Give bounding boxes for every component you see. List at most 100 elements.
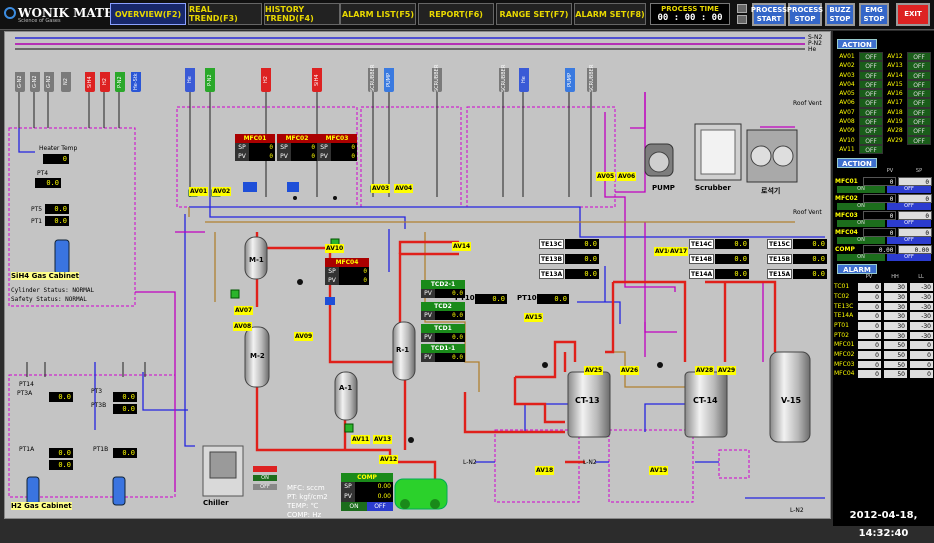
process-time-display: PROCESS TIME 00 : 00 : 00	[650, 3, 730, 25]
valve-tag-av10[interactable]: AV10	[325, 244, 345, 253]
line-label-ln2-b: L-N2	[583, 459, 597, 466]
comp-on-button[interactable]: ON	[341, 502, 367, 511]
line-source-tag-3: SiH4	[312, 68, 322, 92]
process-start-button[interactable]: PROCESS START	[751, 3, 787, 26]
valve-tag-av15[interactable]: AV15	[524, 313, 544, 322]
nav-tab-2[interactable]: HISTORY TREND(F4)	[264, 3, 340, 25]
comp-off[interactable]: OFF	[887, 254, 931, 262]
valve-tag-av19[interactable]: AV19	[649, 466, 669, 475]
line-label-ln2: L-N2	[463, 459, 477, 466]
valve-tag-av17[interactable]: AV17	[669, 247, 689, 256]
nav-tab-1[interactable]: REAL TREND(F3)	[188, 3, 262, 25]
valve-tag-av16[interactable]: AV16	[654, 247, 674, 256]
pt3a-label: PT3A	[17, 390, 33, 397]
te_left-value-1: 0.0	[565, 254, 599, 264]
nav-tab-4[interactable]: REPORT(F6)	[418, 3, 494, 25]
valve-tag-av11[interactable]: AV11	[351, 435, 371, 444]
mfc-off-2[interactable]: OFF	[887, 220, 931, 228]
valve-tag-av05[interactable]: AV05	[596, 172, 616, 181]
sih4-cabinet-title: SiH4 Gas Cabinet	[11, 272, 80, 280]
valve-tag-av06[interactable]: AV06	[617, 172, 637, 181]
valve-tag-av14[interactable]: AV14	[452, 242, 472, 251]
mfc-off-0[interactable]: OFF	[887, 186, 931, 194]
line-source-tag-0: He	[185, 68, 195, 92]
gas-source-tag-6: P-N2	[115, 72, 125, 92]
comp-on[interactable]: ON	[837, 254, 885, 262]
comp-off-button[interactable]: OFF	[367, 502, 393, 511]
emergency-stop-button[interactable]: EMG STOP	[859, 3, 889, 26]
valve-tag-av09[interactable]: AV09	[294, 332, 314, 341]
valve-tag-av18[interactable]: AV18	[535, 466, 555, 475]
valve-tag-av08[interactable]: AV08	[233, 322, 253, 331]
chiller-label: Chiller	[203, 499, 229, 507]
valve-tag-av26[interactable]: AV26	[620, 366, 640, 375]
pt4-label: PT4	[37, 170, 49, 177]
nav-tab-3[interactable]: ALARM LIST(F5)	[340, 3, 416, 25]
te_mid-value-0: 0.0	[715, 239, 749, 249]
safety-status: Safety Status: NORMAL	[11, 296, 87, 303]
mfc-on-0[interactable]: ON	[837, 186, 885, 194]
valve-tag-av25[interactable]: AV25	[584, 366, 604, 375]
mfc-off-3[interactable]: OFF	[887, 237, 931, 245]
valve-tag-av07[interactable]: AV07	[234, 306, 254, 315]
line-source-tag-8: He	[519, 68, 529, 92]
valve-tag-av28[interactable]: AV28	[695, 366, 715, 375]
valve-tag-av02[interactable]: AV02	[212, 187, 232, 196]
mfc-off-1[interactable]: OFF	[887, 203, 931, 211]
valve-tag-av13[interactable]: AV13	[373, 435, 393, 444]
indicator-lamp-2	[737, 15, 747, 24]
buzz-stop-button[interactable]: BUZZ STOP	[825, 3, 855, 26]
line-source-tag-2: H2	[261, 68, 271, 92]
valve-tag-av29[interactable]: AV29	[717, 366, 737, 375]
mfc-on-3[interactable]: ON	[837, 237, 885, 245]
valve-tag-av12[interactable]: AV12	[379, 455, 399, 464]
mfc-on-1[interactable]: ON	[837, 203, 885, 211]
process-stop-button[interactable]: PROCESS STOP	[787, 3, 823, 26]
valve-tag-av01[interactable]: AV01	[189, 187, 209, 196]
valve-tag-av04[interactable]: AV04	[394, 184, 414, 193]
te_right-label-2: TE15A	[767, 269, 793, 279]
nav-tab-5[interactable]: RANGE SET(F7)	[496, 3, 572, 25]
exit-button[interactable]: EXIT	[896, 3, 930, 26]
vessel-ct14-label: CT-14	[693, 396, 718, 405]
nav-tab-6[interactable]: ALARM SET(F8)	[574, 3, 646, 25]
valve-tag-av03[interactable]: AV03	[371, 184, 391, 193]
gas-source-tag-0: G-N2	[15, 72, 25, 92]
on-off-legend: ON OFF	[253, 466, 277, 490]
mfc-on-2[interactable]: ON	[837, 220, 885, 228]
nav-tab-0[interactable]: OVERVIEW(F2)	[110, 3, 186, 25]
te_left-value-0: 0.0	[565, 239, 599, 249]
